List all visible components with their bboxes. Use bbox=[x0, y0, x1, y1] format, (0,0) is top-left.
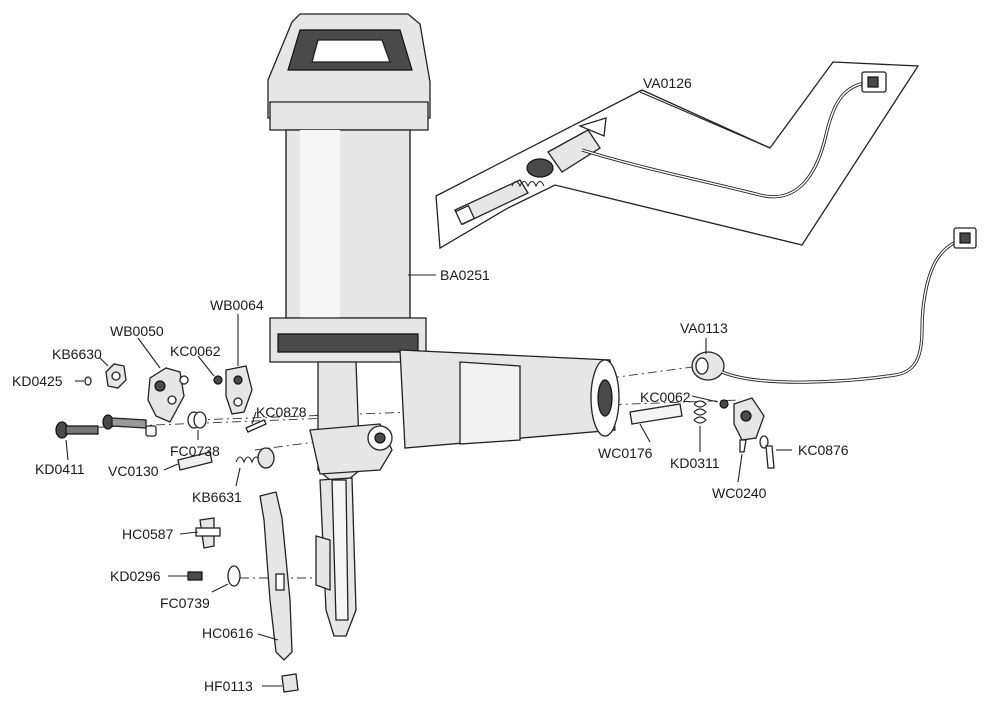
label-hc0587: HC0587 bbox=[122, 526, 174, 542]
gear-motor bbox=[399, 349, 620, 449]
motor-housing-ba0251 bbox=[267, 13, 431, 363]
va0126-assembly bbox=[435, 61, 920, 250]
label-fc0738: FC0738 bbox=[170, 443, 220, 459]
label-kc0876: KC0876 bbox=[798, 442, 849, 458]
label-kb6630: KB6630 bbox=[52, 346, 102, 362]
right-side-parts bbox=[629, 227, 977, 469]
label-wc0240: WC0240 bbox=[712, 485, 767, 501]
label-hf0113: HF0113 bbox=[204, 678, 253, 694]
label-ba0251: BA0251 bbox=[440, 267, 490, 283]
pump-frame bbox=[309, 361, 393, 637]
label-va0126: VA0126 bbox=[643, 75, 692, 91]
left-small-parts bbox=[55, 363, 275, 471]
label-vc0130: VC0130 bbox=[108, 463, 159, 479]
part-labels: VA0126 BA0251 WB0064 WB0050 KB6630 KC006… bbox=[12, 75, 849, 694]
label-kb6631: KB6631 bbox=[192, 489, 242, 505]
label-fc0739: FC0739 bbox=[160, 595, 210, 611]
label-kd0296: KD0296 bbox=[110, 568, 161, 584]
label-hc0616: HC0616 bbox=[202, 625, 254, 641]
label-kc0878: KC0878 bbox=[256, 404, 307, 420]
label-wb0050: WB0050 bbox=[110, 323, 164, 339]
leader-lines bbox=[65, 91, 792, 687]
label-kd0411: KD0411 bbox=[35, 461, 85, 477]
lower-left-parts bbox=[187, 491, 299, 693]
label-kc0062-left: KC0062 bbox=[170, 343, 221, 359]
label-wc0176: WC0176 bbox=[598, 445, 653, 461]
label-wb0064: WB0064 bbox=[210, 297, 264, 313]
label-va0113: VA0113 bbox=[680, 320, 728, 336]
label-kd0425: KD0425 bbox=[12, 373, 63, 389]
label-kd0311: KD0311 bbox=[670, 455, 720, 471]
label-kc0062-right: KC0062 bbox=[640, 389, 691, 405]
